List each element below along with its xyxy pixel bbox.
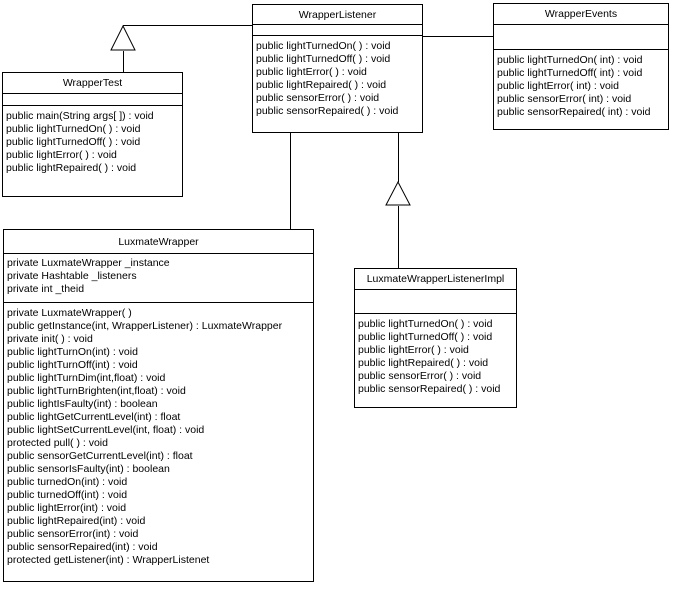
class-methods-compartment: private LuxmateWrapper( )public getInsta… <box>4 303 313 581</box>
member-line: public lightIsFaulty(int) : boolean <box>7 398 158 410</box>
member-line: public sensorError(int) : void <box>7 528 139 540</box>
class-name: LuxmateWrapper <box>4 230 313 254</box>
member-line: public lightError( ) : void <box>6 149 117 161</box>
class-box-wrappertest: WrapperTest public main(String args[ ]) … <box>2 72 183 197</box>
class-box-wrapperlistener: WrapperListener public lightTurnedOn( ) … <box>252 4 423 133</box>
member-line: public lightTurnedOff( ) : void <box>358 331 493 343</box>
class-attributes-compartment <box>355 290 516 314</box>
member-line: public lightRepaired(int) : void <box>7 515 146 527</box>
class-name: WrapperTest <box>3 73 182 94</box>
member-line: public main(String args[ ]) : void <box>6 110 154 122</box>
member-line: private init( ) : void <box>7 333 93 345</box>
generalization-line-wrappertest-stem <box>123 51 124 72</box>
member-line: public turnedOn(int) : void <box>7 476 128 488</box>
class-box-wrapperevents: WrapperEvents public lightTurnedOn( int)… <box>493 3 669 130</box>
class-name: WrapperEvents <box>494 4 668 25</box>
member-line: private int _theid <box>7 283 85 295</box>
class-box-luxmatewrapperlistenerimpl: LuxmateWrapperListenerImpl public lightT… <box>354 268 517 408</box>
member-line: public turnedOff(int) : void <box>7 489 128 501</box>
member-line: public lightTurnBrighten(int,float) : vo… <box>7 385 186 397</box>
member-line: public lightRepaired( ) : void <box>6 162 137 174</box>
member-line: public lightTurnOn(int) : void <box>7 346 138 358</box>
member-line: public sensorGetCurrentLevel(int) : floa… <box>7 450 193 462</box>
member-line: public lightTurnedOn( ) : void <box>6 123 141 135</box>
member-line: public lightTurnedOff( ) : void <box>256 53 391 65</box>
member-line: public lightTurnedOn( ) : void <box>256 40 391 52</box>
class-name: WrapperListener <box>253 5 422 25</box>
member-line: public lightError( ) : void <box>358 344 469 356</box>
member-line: public lightTurnedOn( ) : void <box>358 318 493 330</box>
member-line: public lightTurnedOff( ) : void <box>6 136 141 148</box>
member-line: private LuxmateWrapper _instance <box>7 257 170 269</box>
member-line: public sensorRepaired( ) : void <box>358 383 501 395</box>
generalization-line-listenerimpl-stem <box>398 206 399 268</box>
generalization-line-listenerimpl-to-wrapperlistener <box>398 133 399 182</box>
member-line: public sensorError( ) : void <box>256 92 380 104</box>
member-line: public lightError( ) : void <box>256 66 367 78</box>
member-line: protected pull( ) : void <box>7 437 108 449</box>
member-line: public lightSetCurrentLevel(int, float) … <box>7 424 205 436</box>
member-line: public lightError( int) : void <box>497 80 619 92</box>
member-line: private LuxmateWrapper( ) <box>7 307 132 319</box>
generalization-line-wrappertest-to-wrapperlistener <box>123 25 252 26</box>
inheritance-triangle-icon <box>385 181 411 206</box>
member-line: public lightTurnDim(int,float) : void <box>7 372 166 384</box>
member-line: public sensorRepaired(int) : void <box>7 541 158 553</box>
member-line: public lightTurnOff(int) : void <box>7 359 138 371</box>
member-line: public lightGetCurrentLevel(int) : float <box>7 411 181 423</box>
member-line: public lightTurnedOn( int) : void <box>497 54 643 66</box>
member-line: public sensorError( ) : void <box>358 370 482 382</box>
association-line-luxmatewrapper-to-wrapperlistener <box>290 133 291 229</box>
member-line: public sensorRepaired( int) : void <box>497 106 651 118</box>
class-name: LuxmateWrapperListenerImpl <box>355 269 516 290</box>
member-line: public lightTurnedOff( int) : void <box>497 67 643 79</box>
member-line: public sensorError( int) : void <box>497 93 632 105</box>
member-line: protected getListener(int) : WrapperList… <box>7 554 210 566</box>
member-line: public lightRepaired( ) : void <box>256 79 387 91</box>
member-line: public lightRepaired( ) : void <box>358 357 489 369</box>
class-attributes-compartment <box>253 25 422 36</box>
member-line: public sensorIsFaulty(int) : boolean <box>7 463 170 475</box>
member-line: public sensorRepaired( ) : void <box>256 105 399 117</box>
member-line: public getInstance(int, WrapperListener)… <box>7 320 283 332</box>
member-line: public lightError(int) : void <box>7 502 127 514</box>
class-attributes-compartment <box>3 94 182 106</box>
class-attributes-compartment <box>494 25 668 50</box>
association-line-wrapperlistener-to-wrapperevents <box>423 36 493 37</box>
class-box-luxmatewrapper: LuxmateWrapper private LuxmateWrapper _i… <box>3 229 314 582</box>
member-line: private Hashtable _listeners <box>7 270 137 282</box>
inheritance-triangle-icon <box>110 25 136 51</box>
